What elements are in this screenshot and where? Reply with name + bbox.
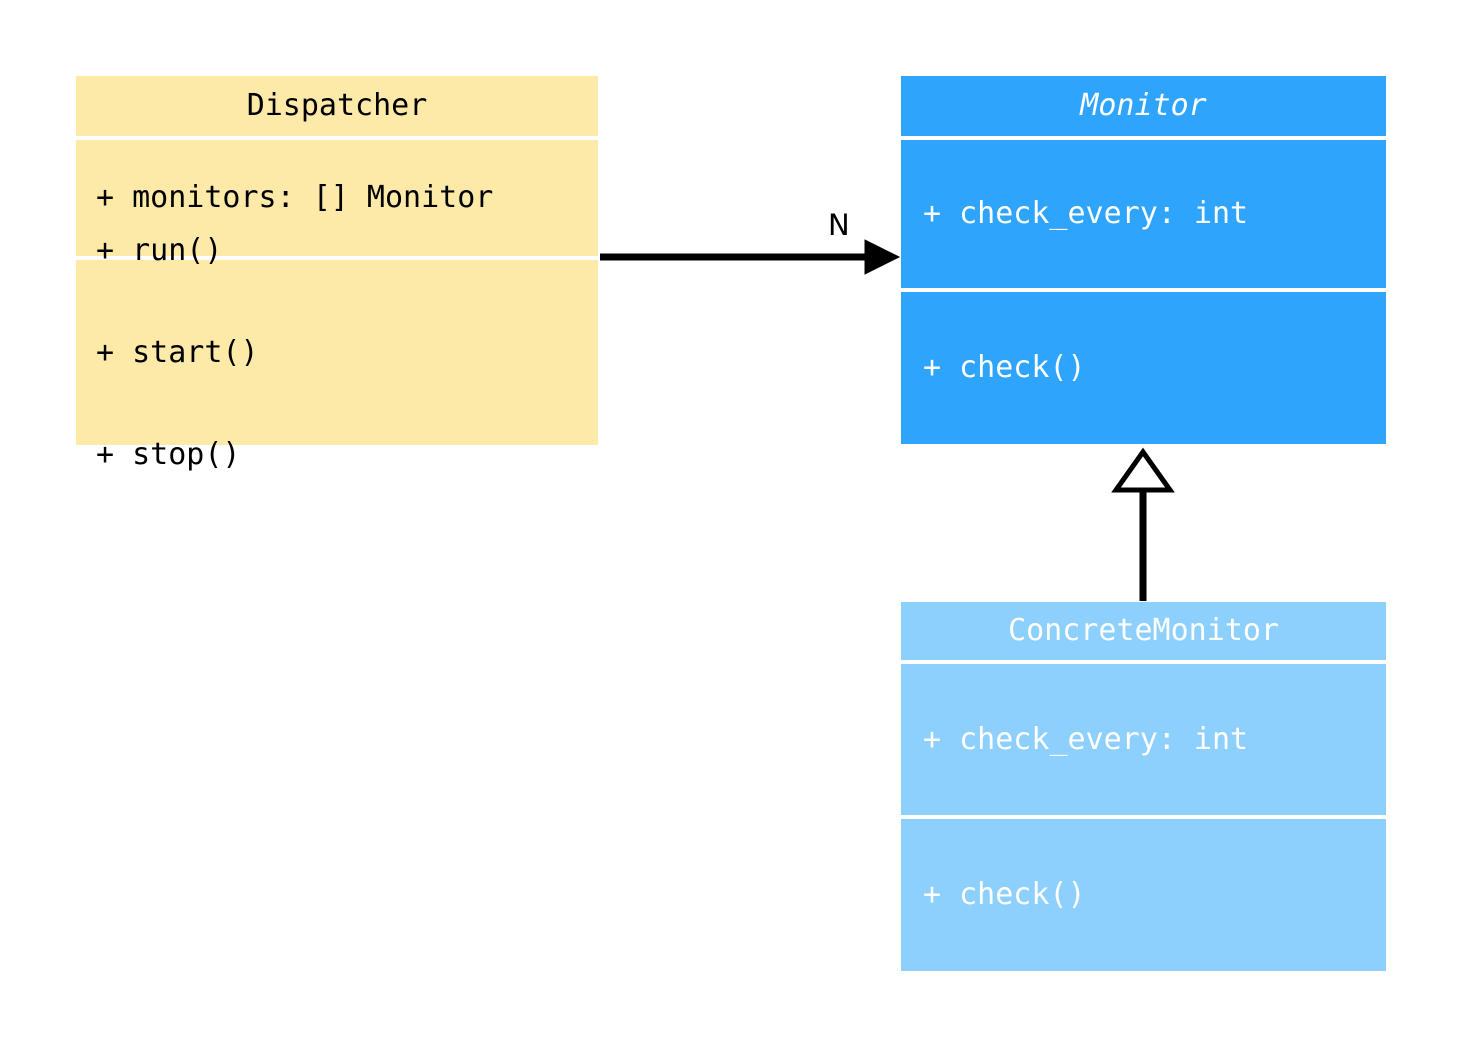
monitor-attributes-compartment: + check_every: int (901, 140, 1386, 288)
concrete-monitor-methods-list: + check() (901, 810, 1386, 980)
concrete-monitor-attributes-list: + check_every: int (901, 655, 1386, 825)
dispatcher-attributes-list: + monitors: [] Monitor (76, 113, 598, 283)
dispatcher-attributes-compartment: + monitors: [] Monitor (76, 140, 598, 256)
monitor-attribute-check-every: + check_every: int (923, 196, 1249, 231)
dispatcher-class-name: Dispatcher (246, 88, 428, 123)
monitor-methods-compartment: + check() (901, 292, 1386, 444)
uml-class-dispatcher[interactable]: Dispatcher + monitors: [] Monitor + run(… (76, 76, 598, 471)
concrete-monitor-method-check: + check() (923, 877, 1086, 912)
concrete-monitor-class-name: ConcreteMonitor (1008, 613, 1279, 648)
uml-class-concrete-monitor[interactable]: ConcreteMonitor + check_every: int + che… (901, 602, 1386, 971)
monitor-methods-list: + check() (901, 283, 1386, 453)
dispatcher-attribute-monitors: + monitors: [] Monitor (96, 180, 494, 215)
dispatcher-method-stop: + stop() (96, 436, 241, 472)
concrete-monitor-attributes-compartment: + check_every: int (901, 664, 1386, 815)
generalization-hollow-triangle-icon (1111, 447, 1175, 493)
dispatcher-methods-compartment: + run() + start() + stop() (76, 233, 598, 471)
concrete-monitor-methods-compartment: + check() (901, 819, 1386, 971)
uml-class-monitor[interactable]: Monitor + check_every: int + check() (901, 76, 1386, 444)
monitor-attributes-list: + check_every: int (901, 129, 1386, 299)
dispatcher-title-compartment: Dispatcher (76, 76, 598, 136)
monitor-class-name: Monitor (1080, 88, 1207, 123)
dispatcher-method-run: + run() (96, 232, 223, 268)
dispatcher-methods-list: + run() + start() + stop() (76, 166, 598, 540)
generalization-concrete-monitor-to-monitor (1111, 447, 1175, 601)
association-multiplicity-label: N (828, 208, 850, 242)
association-arrowhead-icon (864, 239, 901, 275)
monitor-title-compartment: Monitor (901, 76, 1386, 136)
dispatcher-method-start: + start() (96, 334, 259, 370)
concrete-monitor-title-compartment: ConcreteMonitor (901, 602, 1386, 660)
monitor-method-check: + check() (923, 350, 1086, 385)
association-dispatcher-to-monitor (600, 239, 901, 275)
concrete-monitor-attribute-check-every: + check_every: int (923, 721, 1249, 757)
